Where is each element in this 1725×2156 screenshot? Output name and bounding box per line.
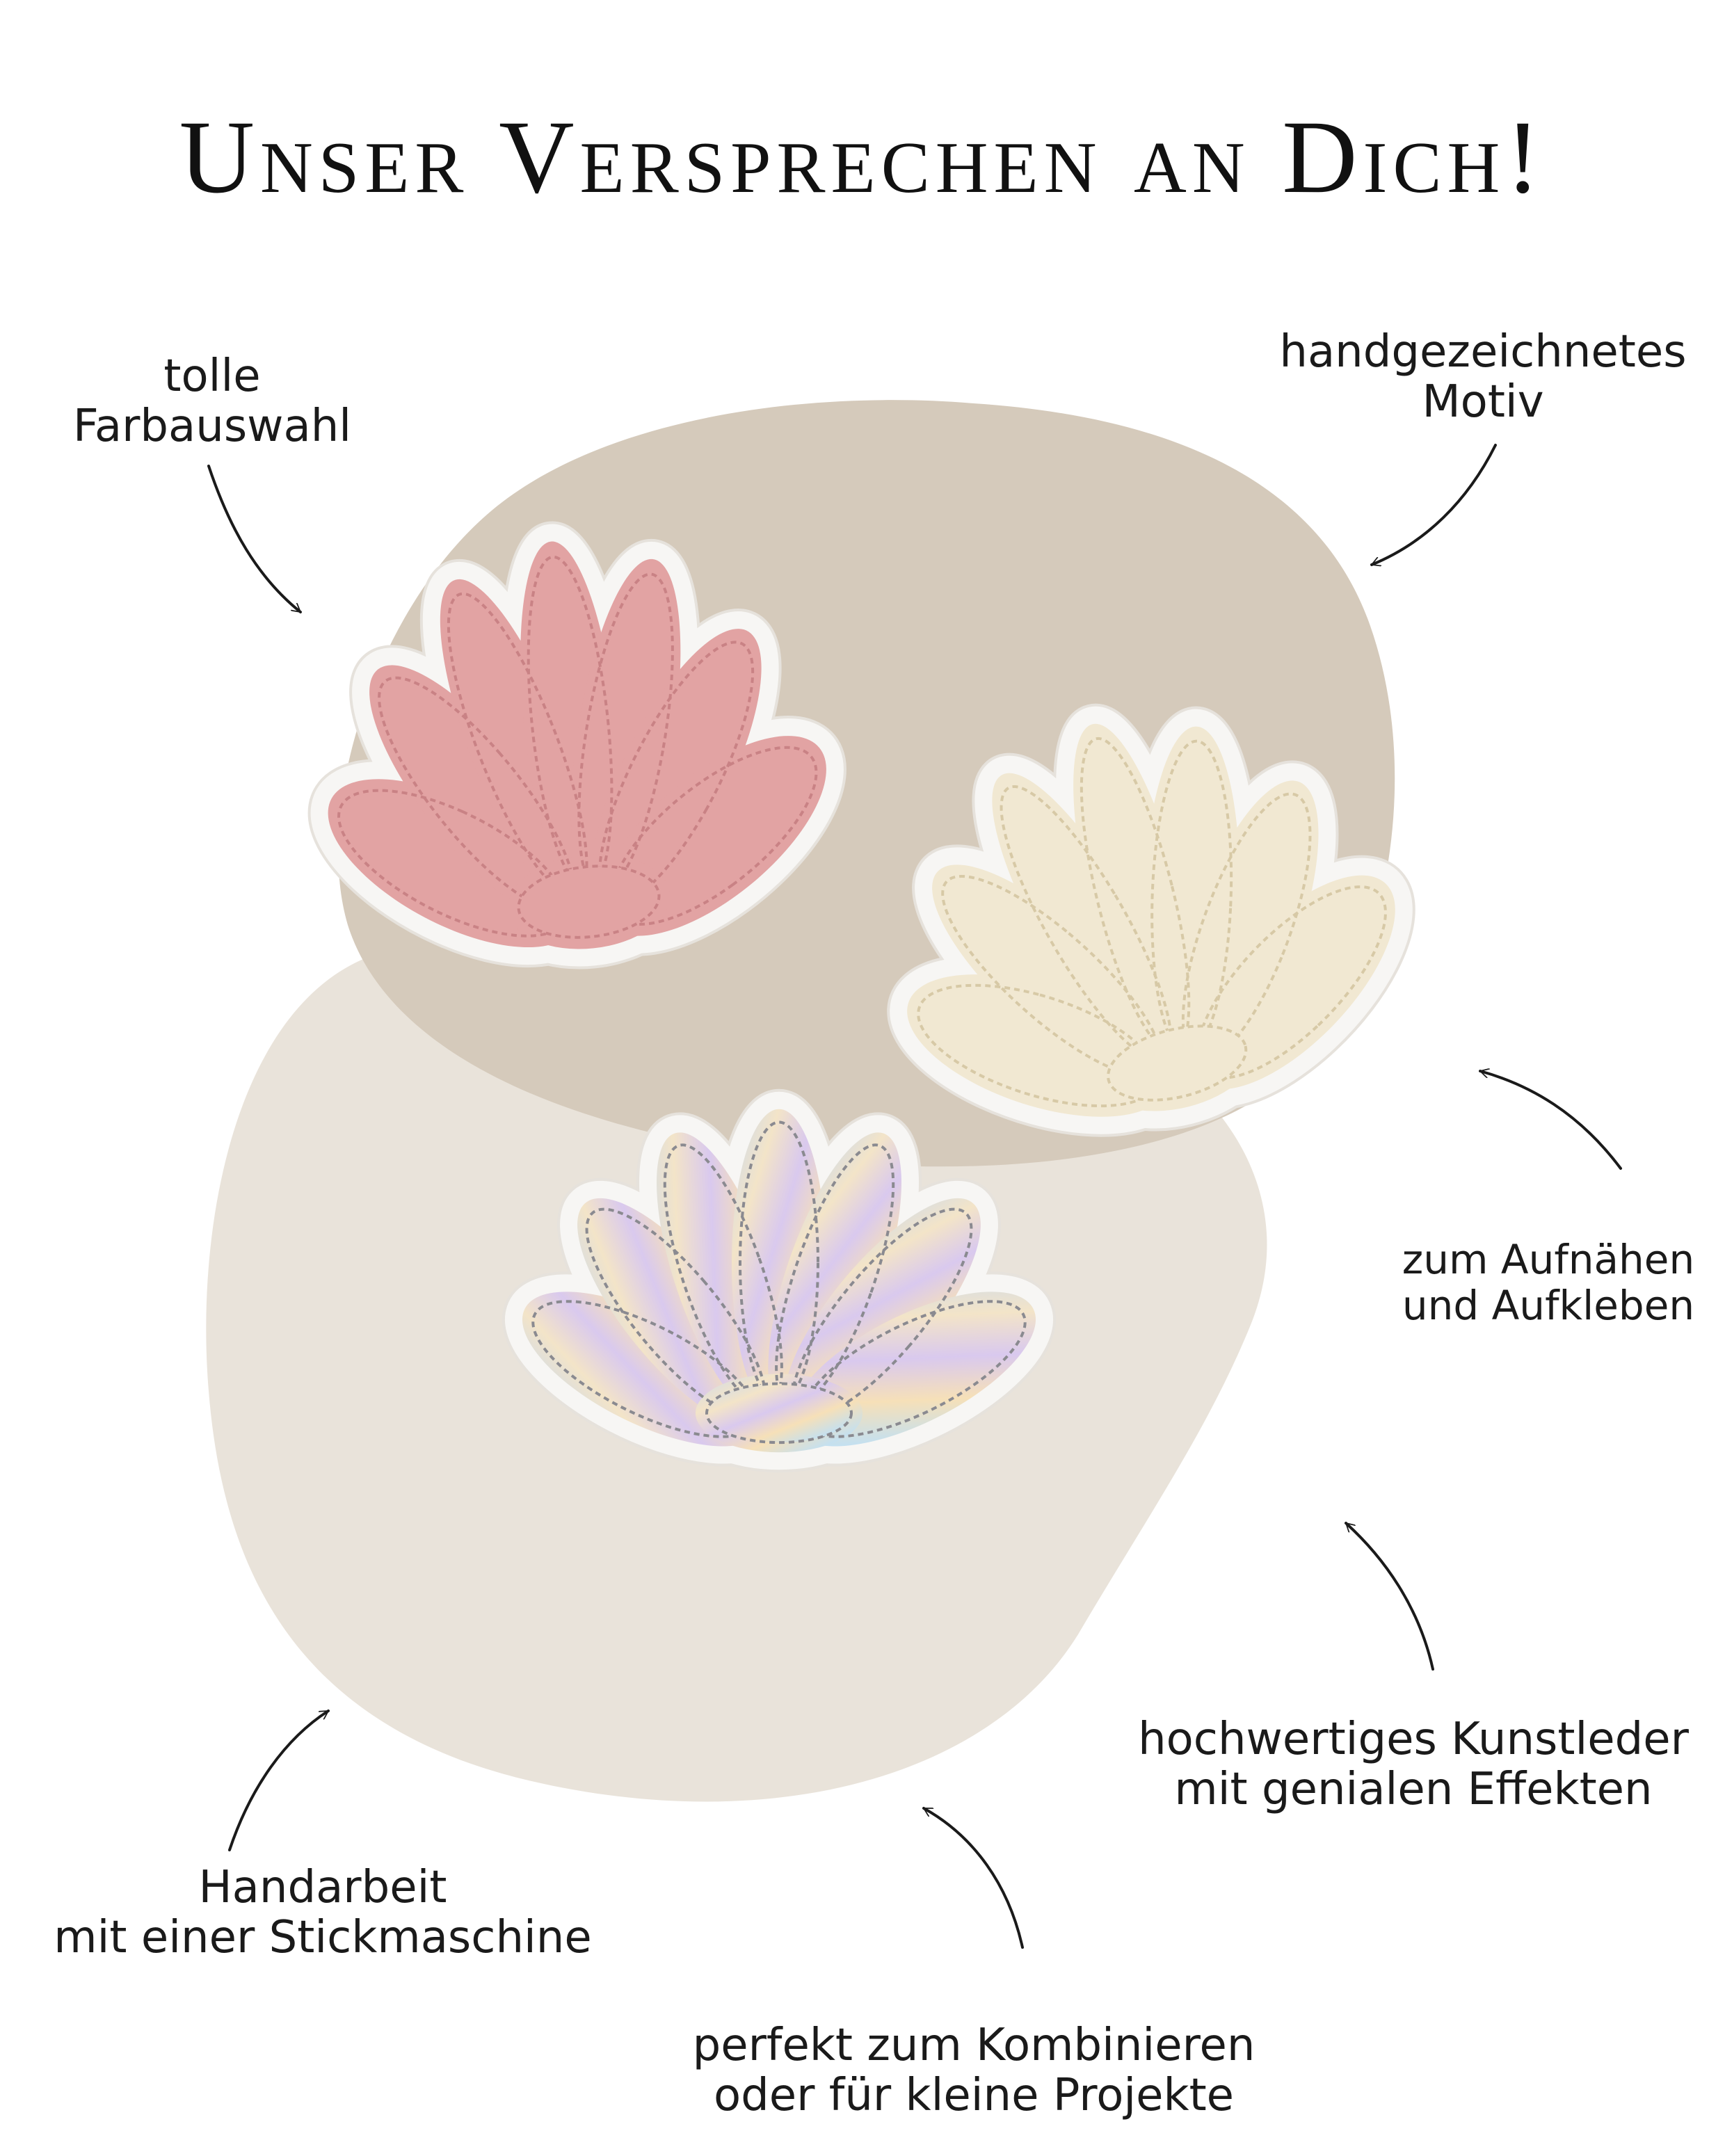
feature-line: perfekt zum Kombinieren: [692, 2020, 1255, 2071]
feature-line: mit genialen Effekten: [1174, 1764, 1653, 1815]
arrow-motiv: [1370, 444, 1497, 565]
feature-line: tolle: [163, 351, 261, 402]
arrow-aufnaehen: [1479, 1071, 1622, 1170]
feature-farbauswahl: tolle Farbauswahl: [73, 351, 351, 451]
arrow-kunstleder: [1345, 1522, 1434, 1671]
arrow-farbauswahl: [207, 465, 302, 613]
feature-line: oder für kleine Projekte: [713, 2070, 1235, 2121]
feature-motiv: handgezeichnetes Motiv: [1279, 327, 1686, 427]
holographic-shell: [506, 1109, 1052, 1479]
feature-line: zum Aufnähen: [1402, 1236, 1695, 1283]
feature-line: handgezeichnetes: [1279, 326, 1687, 378]
arrow-handarbeit: [228, 1709, 330, 1851]
feature-line: Handarbeit: [198, 1862, 447, 1913]
feature-kunstleder: hochwertiges Kunstleder mit genialen Eff…: [1138, 1714, 1689, 1815]
feature-aufnaehen: zum Aufnähen und Aufkleben: [1402, 1237, 1695, 1328]
cream-shell: [834, 660, 1453, 1200]
feature-line: und Aufkleben: [1402, 1282, 1695, 1329]
feature-line: mit einer Stickmaschine: [54, 1912, 592, 1963]
feature-handarbeit: Handarbeit mit einer Stickmaschine: [54, 1863, 591, 1963]
pink-shell: [286, 514, 862, 1007]
page-title: Unser Versprechen an Dich!: [179, 99, 1546, 215]
feature-line: hochwertiges Kunstleder: [1138, 1714, 1689, 1765]
arrow-kombinieren: [922, 1807, 1024, 1949]
feature-line: Farbauswahl: [72, 401, 352, 452]
feature-line: Motiv: [1422, 376, 1544, 428]
feature-kombinieren: perfekt zum Kombinieren oder für kleine …: [693, 2020, 1255, 2121]
